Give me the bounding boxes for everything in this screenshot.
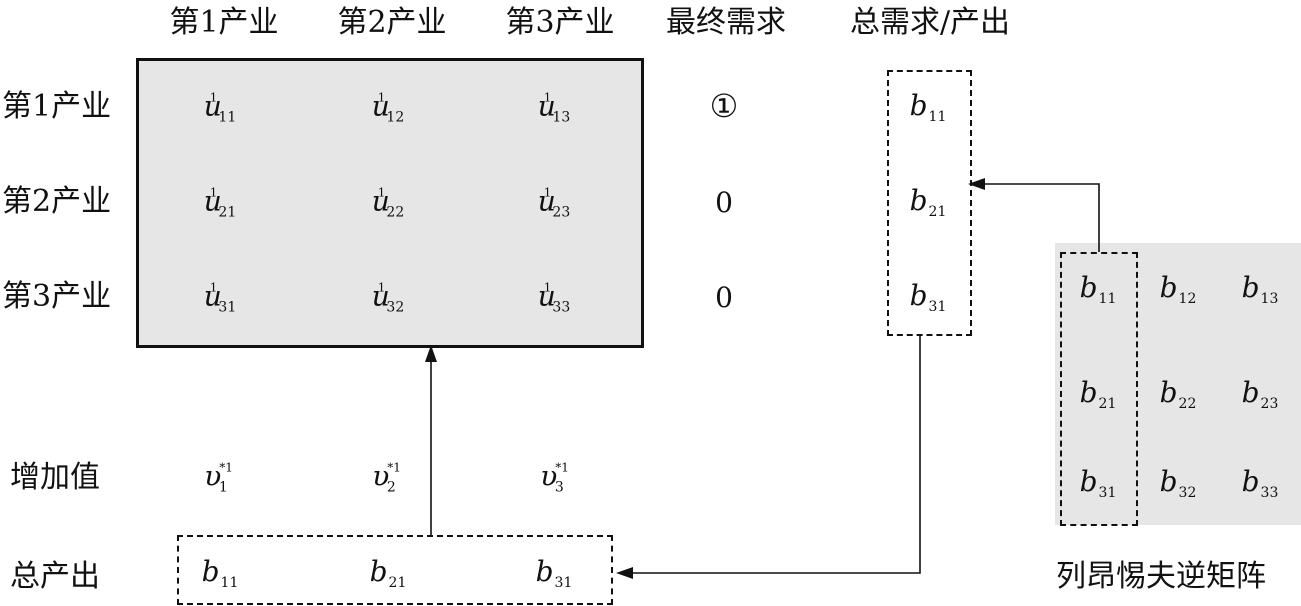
total-demand-b31: b31	[909, 279, 947, 315]
column-header-industry-1: 第1产业	[169, 5, 279, 40]
leontief-first-column-dashed-box	[1060, 252, 1138, 526]
column-header-industry-3: 第3产业	[505, 5, 615, 40]
matrix-cell-u32: u132	[371, 279, 405, 316]
total-output-b11: b11	[201, 555, 239, 591]
row-label-industry-1: 第1产业	[2, 89, 112, 124]
arrowhead-matrix	[425, 345, 437, 362]
total-output-b31: b31	[535, 555, 573, 591]
matrix-cell-u33: u133	[537, 279, 571, 316]
final-demand-value-3: 0	[715, 281, 733, 314]
total-demand-b21: b21	[909, 184, 947, 220]
matrix-cell-u11: u111	[203, 89, 237, 126]
leontief-b13: b13	[1241, 271, 1279, 307]
arrow-leontief-to-total-demand	[975, 183, 1100, 252]
column-header-total-demand-output: 总需求/产出	[849, 5, 1011, 40]
value-added-v2: υ*12	[372, 459, 401, 496]
matrix-cell-u22: u122	[371, 184, 405, 221]
leontief-b23: b23	[1241, 376, 1279, 412]
row-label-industry-3: 第3产业	[2, 279, 112, 314]
arrowhead-total-demand	[968, 178, 985, 190]
final-demand-value-1: ①	[709, 87, 739, 125]
leontief-b21: b21	[1079, 376, 1117, 412]
leontief-b12: b12	[1159, 271, 1197, 307]
column-header-industry-2: 第2产业	[337, 5, 447, 40]
column-header-final-demand: 最终需求	[666, 5, 786, 40]
total-output-b21: b21	[369, 555, 407, 591]
arrow-total-demand-to-output	[624, 334, 921, 574]
leontief-b31: b31	[1079, 465, 1117, 501]
row-label-total-output: 总产出	[10, 559, 100, 594]
value-added-v1: υ*11	[204, 459, 233, 496]
leontief-inverse-panel	[1055, 243, 1301, 525]
matrix-cell-u21: u121	[203, 184, 237, 221]
matrix-cell-u13: u113	[537, 89, 571, 126]
row-label-industry-2: 第2产业	[2, 184, 112, 219]
leontief-b22: b22	[1159, 376, 1197, 412]
matrix-cell-u12: u112	[371, 89, 405, 126]
row-label-value-added: 增加值	[10, 460, 100, 495]
final-demand-value-2: 0	[715, 186, 733, 219]
matrix-cell-u31: u131	[203, 279, 237, 316]
arrowhead-total-output	[616, 567, 633, 579]
leontief-b11: b11	[1079, 271, 1117, 307]
total-demand-dashed-box	[887, 70, 972, 336]
leontief-b32: b32	[1159, 465, 1197, 501]
leontief-inverse-caption: 列昂惕夫逆矩阵	[1056, 559, 1266, 594]
total-output-dashed-box	[177, 535, 613, 605]
value-added-v3: υ*13	[540, 459, 569, 496]
total-demand-b11: b11	[909, 89, 947, 125]
matrix-cell-u23: u123	[537, 184, 571, 221]
input-coefficient-box	[136, 58, 644, 348]
leontief-b33: b33	[1241, 465, 1279, 501]
